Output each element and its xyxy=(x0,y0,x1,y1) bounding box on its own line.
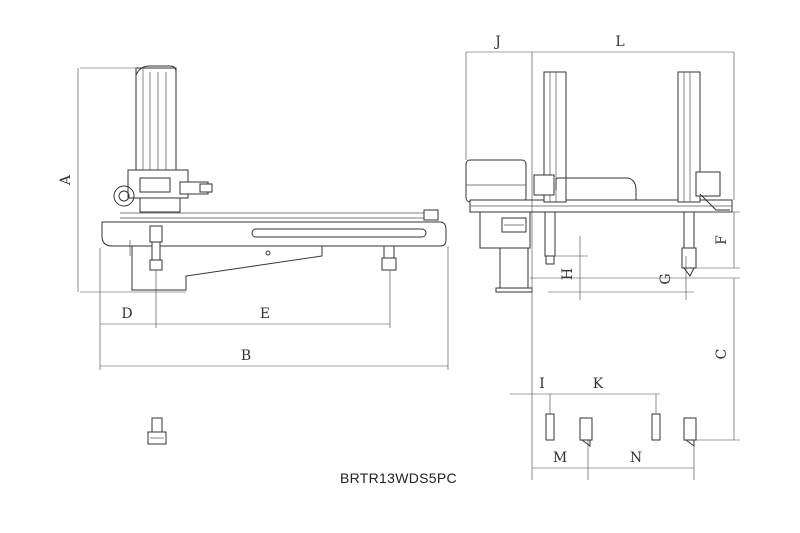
label-E: E xyxy=(260,306,270,322)
small-gripper-2 xyxy=(579,417,593,441)
label-F: F xyxy=(714,235,730,245)
gripper-front-right xyxy=(681,247,697,269)
label-H: H xyxy=(560,268,576,280)
label-L: L xyxy=(615,34,624,50)
small-gripper-1 xyxy=(545,413,555,441)
vertical-arm-right xyxy=(677,71,701,203)
label-J: J xyxy=(493,34,501,50)
label-M: M xyxy=(553,450,567,466)
front-view xyxy=(465,51,740,480)
gripper-right xyxy=(381,257,397,271)
side-view xyxy=(77,65,449,445)
dimension-labels: A B C D E F G H I J K L M N xyxy=(58,34,730,466)
label-G: G xyxy=(658,273,674,284)
label-N: N xyxy=(630,450,642,466)
motor-box xyxy=(465,159,527,203)
support-bracket xyxy=(131,245,323,291)
gripper-left xyxy=(149,259,163,271)
label-I: I xyxy=(539,376,545,392)
vertical-column xyxy=(135,67,177,179)
small-gripper-4 xyxy=(683,417,697,441)
vertical-arm-left xyxy=(543,71,567,203)
model-label: BRTR13WDS5PC xyxy=(340,470,457,486)
label-D: D xyxy=(121,306,132,322)
label-A: A xyxy=(58,174,74,186)
label-C: C xyxy=(714,349,730,360)
label-B: B xyxy=(241,348,251,364)
detached-gripper xyxy=(151,417,163,433)
label-K: K xyxy=(593,376,604,392)
pedestal xyxy=(499,247,529,289)
small-gripper-3 xyxy=(651,413,661,441)
